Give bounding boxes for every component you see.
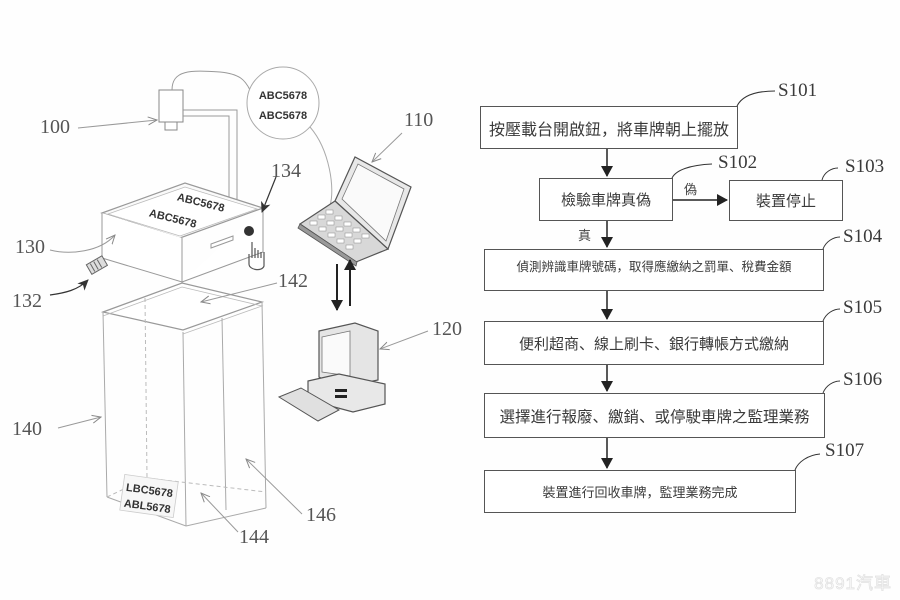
- ref-134: 134: [271, 160, 301, 182]
- step-text-s104: 偵測辨識車牌號碼，取得應繳納之罰單、稅費金額: [516, 259, 792, 274]
- leader-146: [246, 459, 303, 515]
- leader-130: [49, 235, 115, 253]
- step-id-s103: S103: [845, 156, 885, 177]
- step-id-s105: S105: [843, 297, 883, 318]
- ref-130: 130: [15, 236, 45, 258]
- step-box-s106: 選擇進行報廢、繳銷、或停駛車牌之監理業務: [484, 393, 825, 438]
- latch-icon: [85, 255, 109, 276]
- ref-132: 132: [12, 290, 42, 312]
- ref-110: 110: [404, 109, 434, 131]
- step-id-s102: S102: [718, 152, 758, 173]
- step-box-s107: 裝置進行回收車牌，監理業務完成: [484, 470, 796, 513]
- leader-134: [261, 176, 277, 213]
- tray-unit: ABC5678 ABC5678: [85, 182, 265, 283]
- leader-100: [77, 120, 157, 129]
- leader-110: [372, 132, 403, 162]
- step-text-s103: 裝置停止: [755, 192, 816, 210]
- leader-120: [380, 330, 429, 349]
- step-id-s106: S106: [843, 369, 883, 390]
- step-box-s105: 便利超商、線上刷卡、銀行轉帳方式繳納: [484, 321, 824, 365]
- bubble-plate-2: ABC5678: [259, 110, 307, 122]
- leader-144: [201, 493, 239, 533]
- recognition-bubble: ABC5678 ABC5678: [246, 66, 333, 206]
- step-box-s104: 偵測辨識車牌號碼，取得應繳納之罰單、稅費金額: [484, 249, 824, 291]
- leader-140: [57, 417, 101, 429]
- laptop-icon: [297, 156, 412, 267]
- ref-120: 120: [432, 318, 462, 340]
- step-text-s106: 選擇進行報廢、繳銷、或停駛車牌之監理業務: [499, 407, 810, 426]
- leader-142: [201, 282, 278, 302]
- step-id-s104: S104: [843, 226, 883, 247]
- step-box-s102: 檢驗車牌真偽: [539, 178, 673, 221]
- step-text-s105: 便利超商、線上刷卡、銀行轉帳方式繳納: [518, 334, 789, 353]
- ref-146: 146: [306, 504, 336, 526]
- ref-140: 140: [12, 418, 42, 440]
- ref-142: 142: [278, 270, 308, 292]
- leader-132: [49, 279, 89, 296]
- desktop-computer-icon: [277, 322, 386, 422]
- button-icon: [244, 226, 254, 236]
- hand-pointer-icon: [248, 242, 265, 271]
- step-text-s101: 按壓載台開啟鈕，將車牌朝上擺放: [488, 119, 729, 139]
- watermark-logo: 8891汽車: [814, 574, 892, 594]
- step-text-s107: 裝置進行回收車牌，監理業務完成: [542, 486, 738, 501]
- ref-100: 100: [40, 116, 70, 138]
- step-id-s101: S101: [778, 80, 818, 101]
- step-text-s102: 檢驗車牌真偽: [560, 191, 651, 209]
- ref-144: 144: [239, 526, 269, 548]
- bubble-plate-1: ABC5678: [259, 90, 307, 102]
- branch-label-true: 真: [578, 229, 592, 244]
- step-id-s107: S107: [825, 440, 865, 461]
- step-box-s103: 裝置停止: [729, 180, 843, 221]
- storage-box: LBC5678 ABL5678: [100, 282, 267, 527]
- camera-icon: [158, 70, 251, 200]
- branch-label-false: 偽: [684, 183, 698, 198]
- step-box-s101: 按壓載台開啟鈕，將車牌朝上擺放: [480, 106, 738, 149]
- flowchart-connectors: [601, 90, 841, 471]
